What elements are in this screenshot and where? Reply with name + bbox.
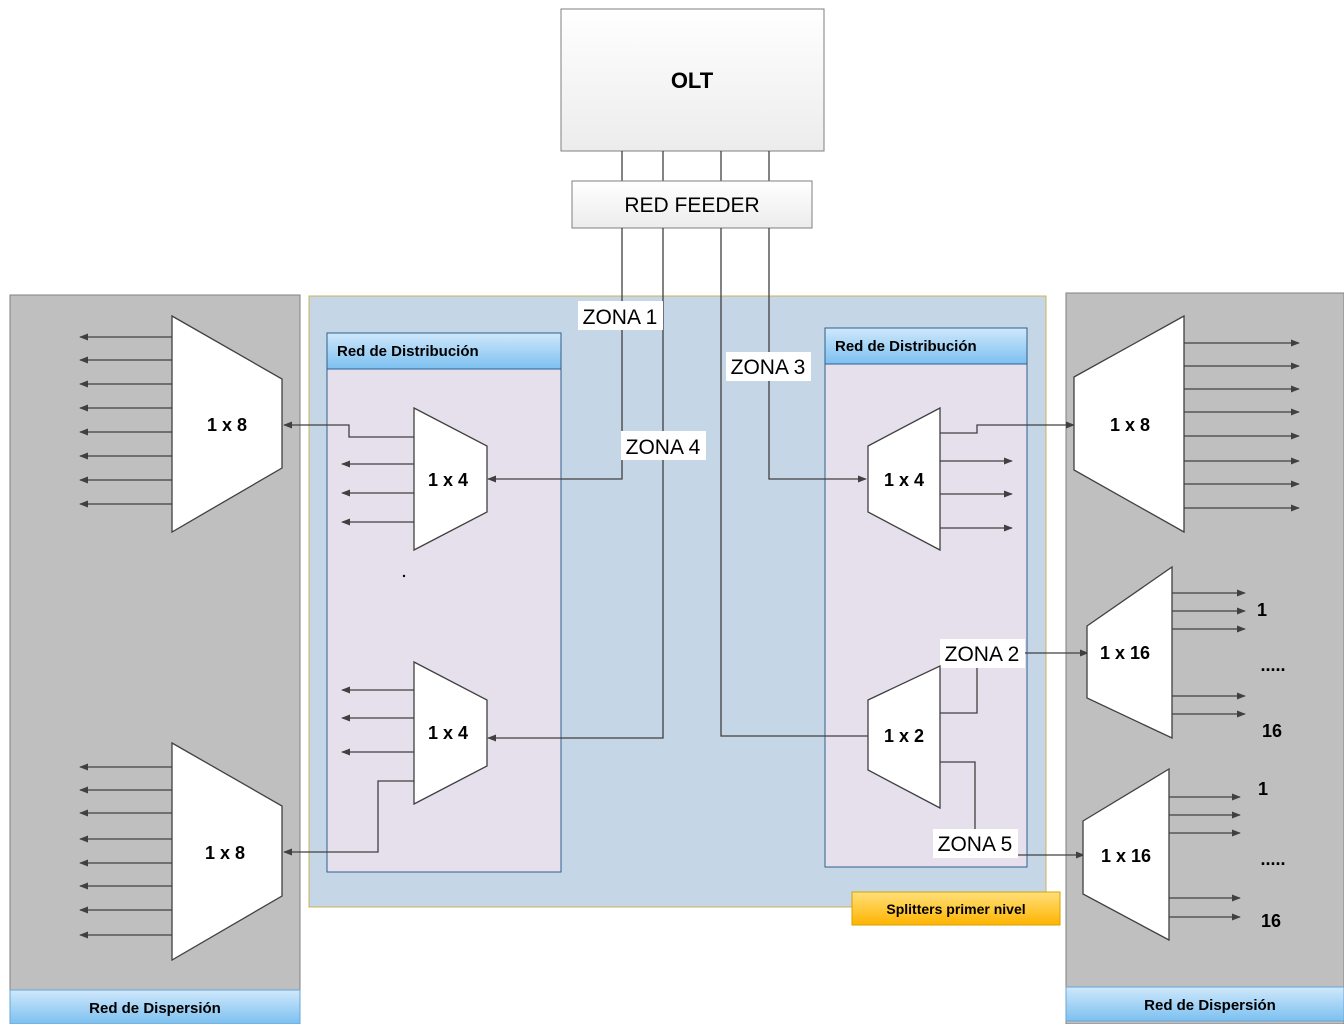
splitter-mid-left-bottom-1x4-label: 1 x 4 [428,723,468,743]
splitter-mid-right-bottom-1x2-label: 1 x 2 [884,726,924,746]
zone-1-label: ZONA 1 [583,306,658,329]
right-dispersion-label: Red de Dispersión [1144,997,1276,1014]
right-mid-port-ellipsis: ..... [1260,655,1285,675]
right-top-1x8-outputs [1184,339,1300,512]
splitter-right-bottom-1x16: 1 x 16 [1082,767,1170,942]
right-bottom-port-last: 16 [1261,911,1281,931]
right-mid-1x16-outputs [1172,589,1246,718]
stray-dot [402,574,406,578]
mid-right-top-outputs [940,421,1075,532]
left-bottom-1x8-outputs [79,763,172,939]
left-distribution-panel: Red de Distribución [326,332,562,873]
left-dispersion-label: Red de Dispersión [89,1000,221,1017]
feeder-box: RED FEEDER [571,180,813,229]
mid-left-top-outputs [283,421,414,526]
feeder-label: RED FEEDER [624,194,759,217]
right-distribution-title: Red de Distribución [835,338,977,355]
splitter-right-bottom-1x16-label: 1 x 16 [1101,846,1151,866]
zone-4-label: ZONA 4 [626,436,701,459]
first-level-label: Splitters primer nivel [886,901,1025,917]
splitter-mid-left-bottom-1x4: 1 x 4 [413,660,488,806]
splitter-right-mid-1x16: 1 x 16 [1086,565,1173,740]
zone-5-label: ZONA 5 [938,833,1013,856]
right-mid-port-last: 16 [1262,721,1282,741]
right-mid-port-first: 1 [1257,600,1267,620]
right-bottom-port-first: 1 [1258,779,1268,799]
right-bottom-port-ellipsis: ..... [1260,849,1285,869]
splitter-mid-right-bottom-1x2: 1 x 2 [867,664,941,810]
splitter-left-bottom-1x8: 1 x 8 [171,741,283,962]
mid-left-bottom-outputs [283,686,414,856]
splitter-mid-right-top-1x4: 1 x 4 [867,406,941,552]
olt-label: OLT [671,68,714,93]
left-distribution-title: Red de Distribución [337,343,479,360]
left-top-1x8-outputs [79,333,172,508]
zone-3-label: ZONA 3 [731,356,806,379]
mid-right-bottom-outputs [940,649,1089,859]
olt-box: OLT [560,8,825,152]
splitter-mid-left-top-1x4: 1 x 4 [413,406,488,552]
zone-2-label: ZONA 2 [945,643,1020,666]
right-bottom-1x16-outputs [1169,793,1241,921]
splitter-right-top-1x8: 1 x 8 [1073,314,1185,534]
splitter-left-top-1x8: 1 x 8 [171,314,283,534]
splitter-right-top-1x8-label: 1 x 8 [1110,415,1150,435]
splitter-right-mid-1x16-label: 1 x 16 [1100,643,1150,663]
olt-feeder-fibers [621,151,770,181]
splitter-left-bottom-1x8-label: 1 x 8 [205,843,245,863]
zone-labels: ZONA 1 ZONA 4 ZONA 3 ZONA 2 ZONA 5 [578,301,1025,858]
splitter-mid-left-top-1x4-label: 1 x 4 [428,470,468,490]
splitter-left-top-1x8-label: 1 x 8 [207,415,247,435]
splitter-mid-right-top-1x4-label: 1 x 4 [884,470,924,490]
